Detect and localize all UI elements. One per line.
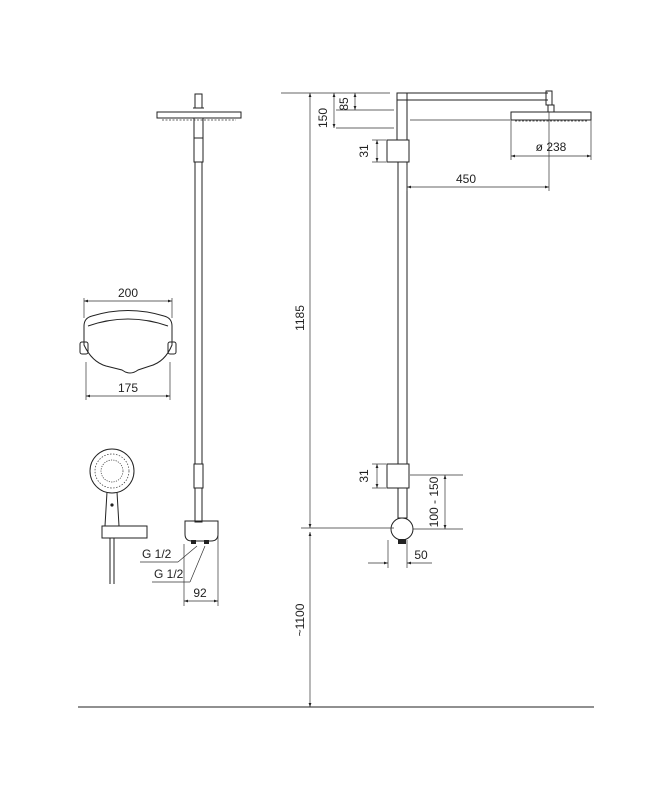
dim-inlet-lower: G 1/2 (154, 567, 184, 581)
dim-handshower-depth: 175 (118, 381, 138, 395)
dim-head-height: 150 (316, 108, 330, 128)
side-mixer (390, 517, 414, 544)
dim-total-height: 1185 (293, 305, 307, 331)
side-dimensions (281, 92, 592, 707)
dim-inlet-projection: 50 (414, 548, 428, 562)
dim-arm-top: 85 (337, 97, 351, 111)
front-dimensions (83, 298, 219, 606)
front-view (156, 93, 242, 544)
holder-top-view (79, 310, 177, 374)
front-riser-pipe (193, 137, 204, 523)
dim-inlet-offset: 92 (193, 586, 207, 600)
dim-floor-height: ~1100 (293, 603, 307, 636)
dim-handshower-width: 200 (118, 286, 138, 300)
dim-arm-length: 450 (456, 172, 476, 186)
dim-inlet-upper: G 1/2 (142, 547, 172, 561)
dim-adjust-range: 100 - 150 (427, 476, 441, 527)
dim-clamp-lower: 31 (357, 469, 371, 483)
side-view (386, 90, 592, 544)
side-shower-head (510, 111, 592, 122)
side-shower-arm (407, 90, 555, 113)
dim-head-diameter: ø 238 (536, 140, 567, 154)
front-mixer-body (184, 520, 219, 544)
side-riser-pipe (386, 92, 410, 519)
front-shower-head (156, 93, 242, 139)
dim-clamp-upper: 31 (357, 144, 371, 158)
hand-shower (89, 448, 148, 584)
